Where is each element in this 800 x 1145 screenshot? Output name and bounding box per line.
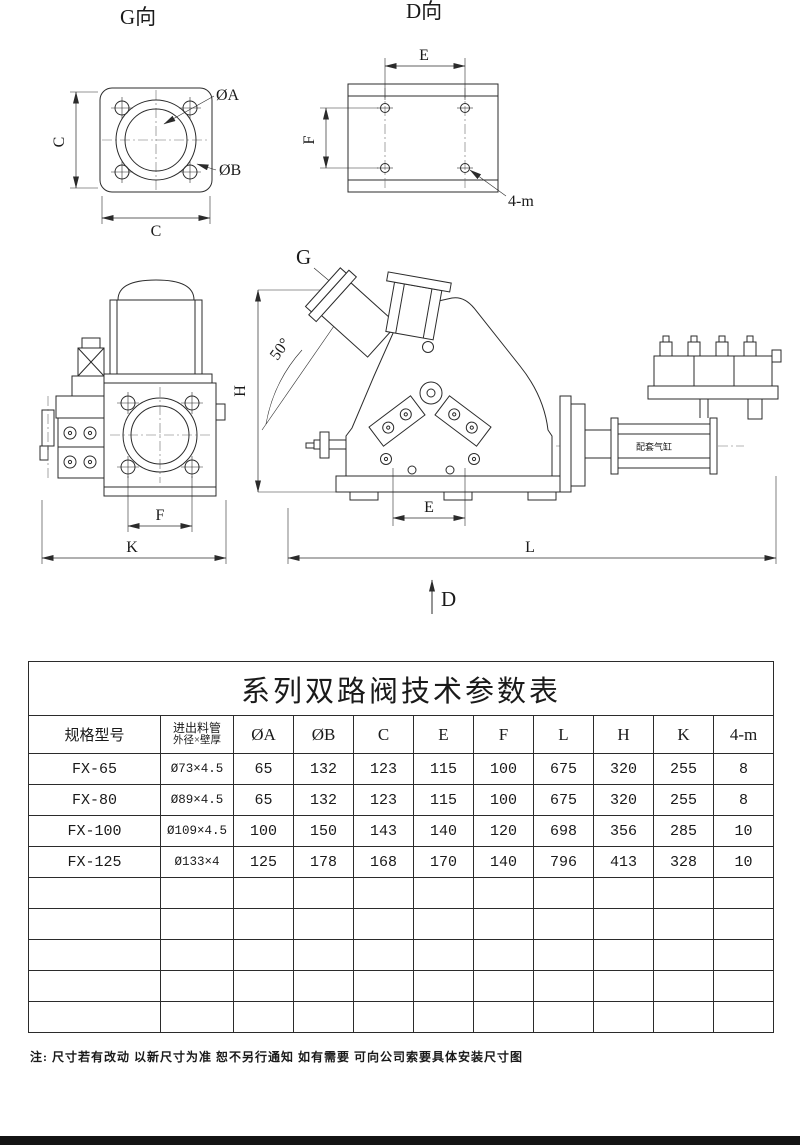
view-label-d: D	[441, 587, 456, 611]
page-bottom-bar	[0, 1136, 800, 1145]
cylinder-label: 配套气缸	[636, 441, 672, 452]
g-view: G向 ØA ØB C C	[51, 5, 241, 240]
d-view: D向 E F 4-m	[301, 0, 534, 210]
col-header-model: 规格型号	[28, 715, 161, 754]
empty-table-row	[28, 970, 775, 1002]
col-header-l: L	[533, 715, 594, 754]
dim-label-4m: 4-m	[508, 193, 534, 210]
empty-table-row	[28, 939, 775, 971]
dim-label-oa: ØA	[216, 87, 240, 104]
table-title-row: 系列双路阀技术参数表	[27, 661, 775, 716]
angle-label: 50°	[267, 335, 294, 363]
dim-label-k: K	[126, 539, 138, 556]
col-header-ob: ØB	[293, 715, 354, 754]
col-header-e: E	[413, 715, 474, 754]
front-view: F K	[39, 279, 227, 564]
dim-label-e: E	[419, 47, 429, 64]
spec-table: 系列双路阀技术参数表 规格型号 进出料管 外径×壁厚 ØA ØB C E F L…	[27, 661, 775, 1033]
empty-table-row	[28, 1001, 775, 1033]
col-header-h: H	[593, 715, 654, 754]
dim-label-c-left: C	[51, 137, 68, 148]
col-header-4m: 4-m	[712, 715, 775, 754]
dim-label-h: H	[232, 385, 249, 397]
view-label-g: G	[296, 245, 311, 269]
table-header-row: 规格型号 进出料管 外径×壁厚 ØA ØB C E F L H K 4-m	[28, 715, 775, 754]
col-header-f: F	[473, 715, 534, 754]
col-header-pipe-line1: 进出料管	[172, 720, 221, 735]
empty-table-row	[28, 877, 775, 909]
dim-label-f: F	[301, 135, 318, 144]
col-header-k: K	[653, 715, 714, 754]
dim-label-l: L	[525, 539, 535, 556]
dim-label-f-front: F	[156, 507, 165, 524]
col-header-pipe: 进出料管 外径×壁厚	[160, 715, 234, 754]
col-header-c: C	[353, 715, 414, 754]
technical-drawing: G向 ØA ØB C C D向	[39, 0, 782, 614]
dim-label-c-bottom: C	[151, 223, 162, 240]
dim-label-e-side: E	[424, 499, 434, 516]
col-header-oa: ØA	[233, 715, 294, 754]
col-header-pipe-line2: 外径×壁厚	[173, 735, 221, 747]
g-view-title: G向	[120, 5, 156, 29]
side-view: H G 50°	[232, 245, 782, 614]
spec-table-section: 系列双路阀技术参数表 规格型号 进出料管 外径×壁厚 ØA ØB C E F L…	[27, 661, 775, 1033]
table-title: 系列双路阀技术参数表	[27, 661, 775, 716]
d-view-title: D向	[406, 0, 442, 23]
empty-table-row	[28, 908, 775, 940]
dim-label-ob: ØB	[219, 162, 241, 179]
footnote: 注: 尺寸若有改动 以新尺寸为准 恕不另行通知 如有需要 可向公司索要具体安装尺…	[30, 1050, 523, 1064]
